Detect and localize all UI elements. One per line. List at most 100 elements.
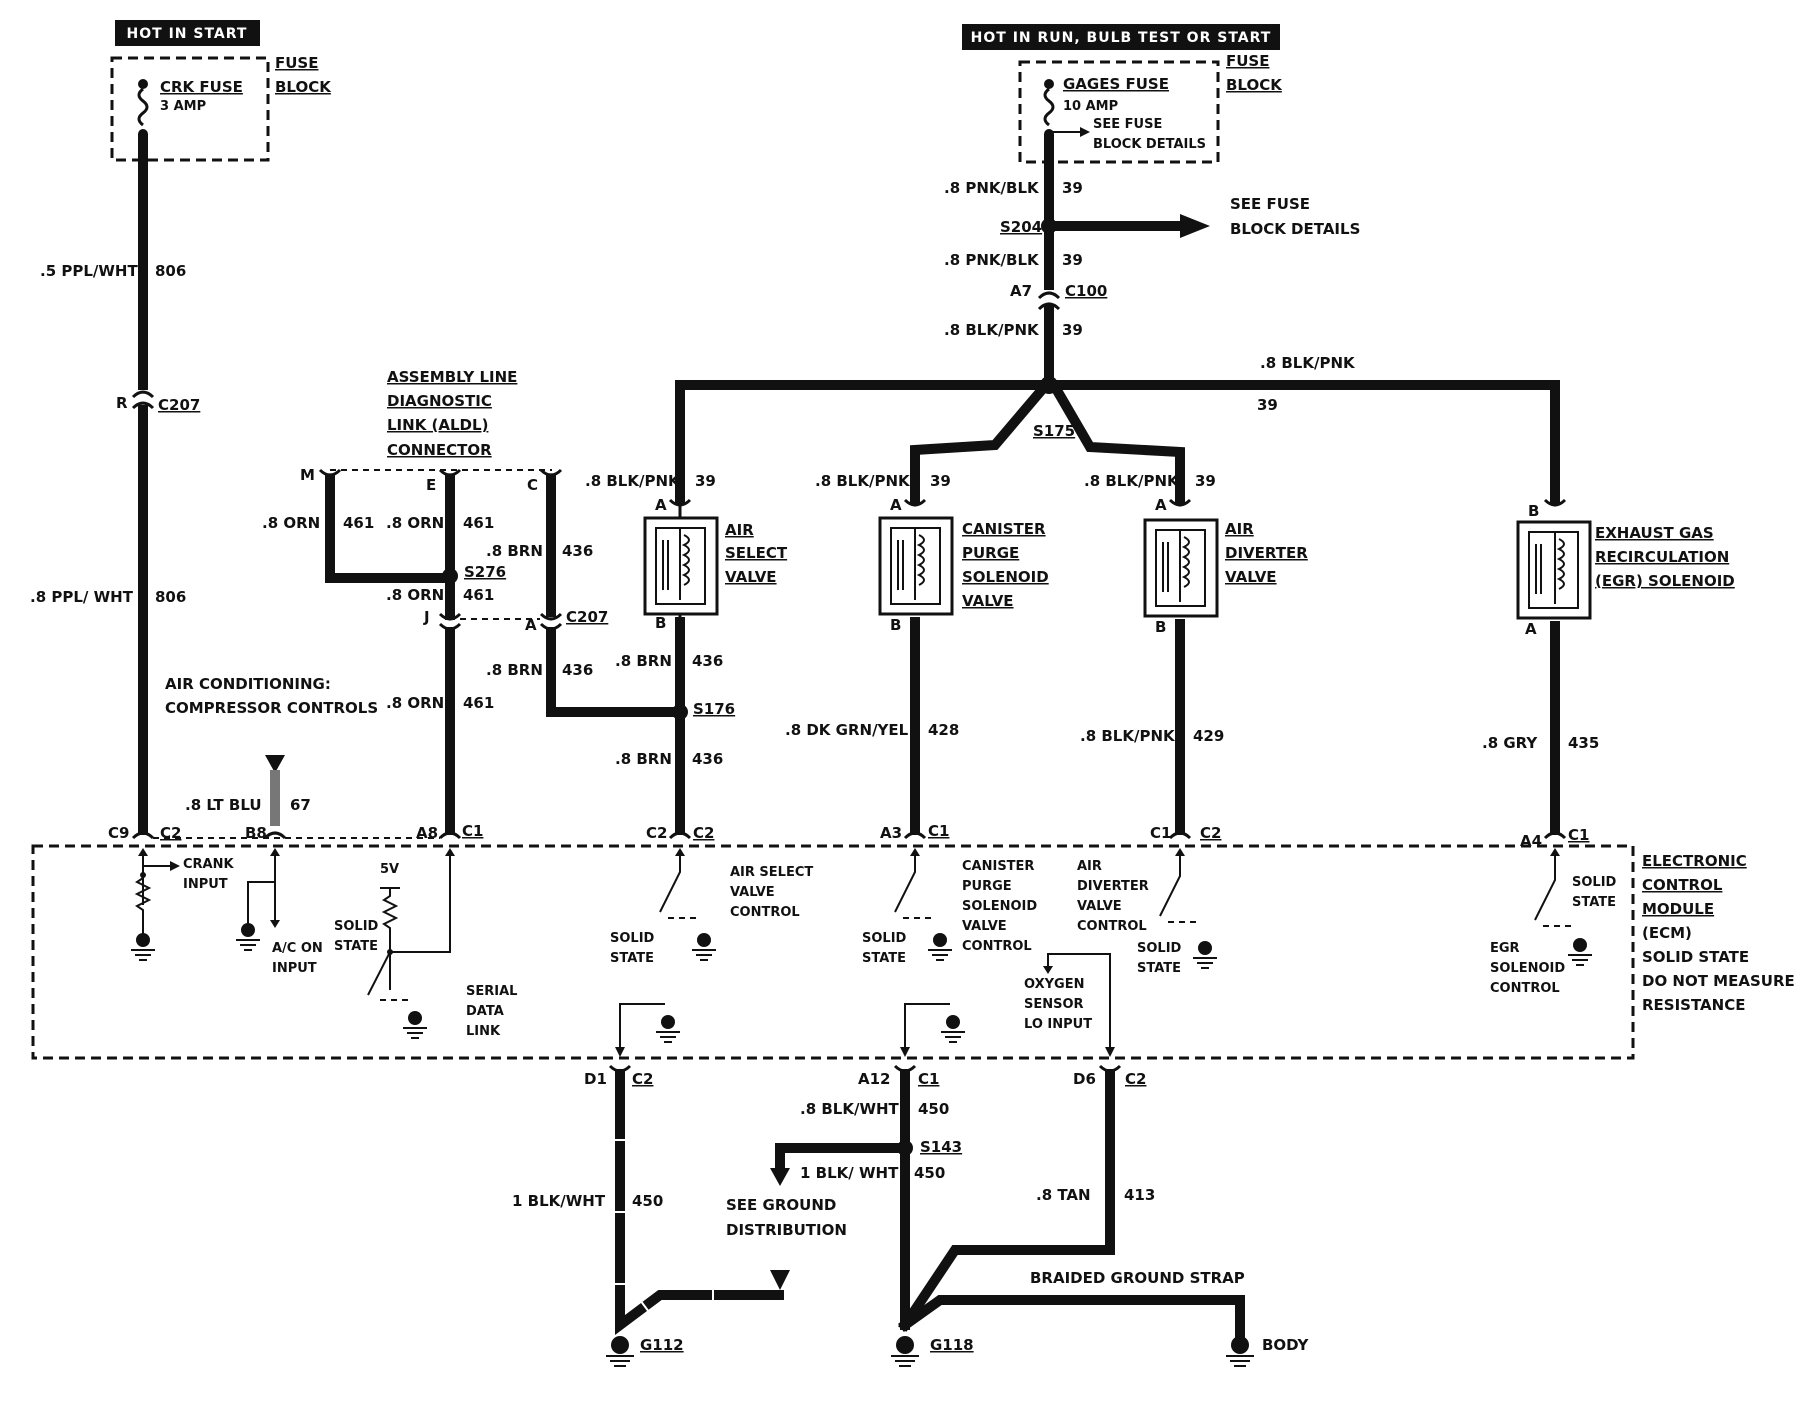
fuse-block-left-label-1: FUSE bbox=[275, 54, 318, 72]
wire-461d-circuit: 461 bbox=[463, 694, 494, 712]
air-select-core-icon bbox=[662, 540, 669, 590]
wire-39d-circuit: 39 bbox=[1257, 396, 1278, 414]
diverter-pin-a-icon bbox=[1168, 498, 1192, 507]
egr-label-3: (EGR) SOLENOID bbox=[1595, 572, 1735, 590]
aldl-label-3: LINK (ALDL) bbox=[387, 416, 488, 434]
header-hot-in-run: HOT IN RUN, BULB TEST OR START bbox=[962, 24, 1280, 50]
wire-436c-color: .8 BRN bbox=[615, 652, 672, 670]
c207-aldl-label: C207 bbox=[566, 608, 608, 626]
ground-icon-g118 bbox=[891, 1336, 919, 1367]
body-label: BODY bbox=[1262, 1336, 1310, 1354]
serial-data-2: DATA bbox=[466, 1004, 504, 1019]
wire-450b-color: .8 BLK/WHT bbox=[800, 1100, 900, 1118]
five-v-label: 5V bbox=[380, 862, 399, 877]
canister-ctrl-3: SOLENOID bbox=[962, 899, 1037, 914]
canister-label-3: SOLENOID bbox=[962, 568, 1049, 586]
egr-solid-2: STATE bbox=[1572, 895, 1616, 910]
serial-pullup-resistor-icon bbox=[380, 887, 400, 990]
canister-label-1: CANISTER bbox=[962, 520, 1046, 538]
wire-806a-color: .5 PPL/WHT bbox=[40, 262, 138, 280]
ac-controls-ref-arrow-icon bbox=[265, 755, 285, 773]
splice-s276-label: S276 bbox=[464, 563, 506, 581]
see-ground-2: DISTRIBUTION bbox=[726, 1221, 847, 1239]
ground-icon-diverter bbox=[1193, 941, 1217, 969]
canister-switch-icon bbox=[894, 856, 916, 913]
ecm-title-3: MODULE bbox=[1642, 900, 1714, 918]
ground-icon-egr bbox=[1568, 938, 1592, 966]
aldl-label-4: CONNECTOR bbox=[387, 441, 492, 459]
air-select-ctrl-2: VALVE bbox=[730, 885, 775, 900]
egr-pin-b-icon bbox=[1543, 498, 1567, 507]
wire-436d-color: .8 BRN bbox=[615, 750, 672, 768]
serial-solid-state-2: STATE bbox=[334, 939, 378, 954]
aldl-pin-e-icon bbox=[438, 468, 462, 477]
wire-413 bbox=[898, 1069, 1115, 1332]
egr-ctrl-1: EGR bbox=[1490, 941, 1520, 956]
wire-39e-circuit: 39 bbox=[695, 472, 716, 490]
gages-fuse-terminal-top bbox=[1044, 79, 1054, 89]
diverter-ctrl-4: CONTROL bbox=[1077, 919, 1147, 934]
diverter-ctrl-3: VALVE bbox=[1077, 899, 1122, 914]
air-select-pin-b: B bbox=[655, 614, 666, 632]
c1-aldl-label: C1 bbox=[462, 822, 483, 840]
serial-data-lead bbox=[390, 856, 451, 953]
wire-39f-color: .8 BLK/PNK bbox=[815, 472, 911, 490]
canister-ctrl-arrow-icon bbox=[910, 848, 920, 856]
wire-39-to-diverter bbox=[1051, 385, 1185, 505]
header-hot-in-start: HOT IN START bbox=[115, 20, 260, 46]
splice-s204-label: S204 bbox=[1000, 218, 1042, 236]
diverter-ctrl-2: DIVERTER bbox=[1077, 879, 1149, 894]
wire-450c-color: 1 BLK/ WHT bbox=[800, 1164, 899, 1182]
pin-r-label: R bbox=[116, 394, 128, 412]
pin-a-c207-label: A bbox=[525, 616, 537, 634]
wire-429-color: .8 BLK/PNK bbox=[1080, 727, 1176, 745]
diverter-switch-icon bbox=[1159, 856, 1181, 917]
wire-461b-circuit: 461 bbox=[463, 514, 494, 532]
crank-input-node bbox=[140, 872, 146, 878]
ecm-ground-loop-d1 bbox=[619, 1003, 665, 1055]
wire-413-color: .8 TAN bbox=[1036, 1186, 1091, 1204]
pin-a8-label: A8 bbox=[416, 824, 438, 842]
wire-39b-circuit: 39 bbox=[1062, 251, 1083, 269]
air-select-label-1: AIR bbox=[725, 521, 754, 539]
ecm-ground-loop-a12 bbox=[904, 1003, 950, 1055]
fuse-detail-note-2: BLOCK DETAILS bbox=[1093, 137, 1206, 152]
pin-c9-label: C9 bbox=[108, 824, 129, 842]
wire-413-circuit: 413 bbox=[1124, 1186, 1155, 1204]
diverter-ctrl-arrow-icon bbox=[1175, 848, 1185, 856]
ac-on-input-2: INPUT bbox=[272, 961, 317, 976]
air-select-pin-a: A bbox=[655, 496, 667, 514]
crk-fuse-label: CRK FUSE bbox=[160, 78, 243, 96]
wire-461-m bbox=[325, 475, 455, 583]
ground-icon-d1 bbox=[656, 1015, 680, 1043]
wire-39d-color: .8 BLK/PNK bbox=[1260, 354, 1356, 372]
c2-diverter-label: C2 bbox=[1200, 824, 1221, 842]
air-select-ctrl-1: AIR SELECT bbox=[730, 865, 813, 880]
ground-icon-serial bbox=[403, 1011, 427, 1039]
splice-s143-label: S143 bbox=[920, 1138, 962, 1156]
diverter-ctrl-1: AIR bbox=[1077, 859, 1102, 874]
crank-input-1: CRANK bbox=[183, 857, 234, 872]
oxygen-sensor-lead bbox=[1047, 953, 1111, 1055]
air-select-solid-2: STATE bbox=[610, 951, 654, 966]
ecm-top-connectors bbox=[131, 831, 1567, 840]
ground-icon-ac-on bbox=[236, 923, 260, 951]
egr-solid-1: SOLID bbox=[1572, 875, 1617, 890]
egr-switch-icon bbox=[1534, 856, 1556, 921]
ground-icon-g112 bbox=[606, 1336, 634, 1367]
egr-label-1: EXHAUST GAS bbox=[1595, 524, 1714, 542]
ecm-info-4: RESISTANCE bbox=[1642, 996, 1745, 1014]
wire-436a-circuit: 436 bbox=[562, 542, 593, 560]
fuse-detail-arrow-icon bbox=[1080, 127, 1090, 137]
wire-450c-circuit: 450 bbox=[914, 1164, 945, 1182]
splice-s176-label: S176 bbox=[693, 700, 735, 718]
ac-on-arrow-down-icon bbox=[270, 920, 280, 928]
wire-429-circuit: 429 bbox=[1193, 727, 1224, 745]
c1-a12-label: C1 bbox=[918, 1070, 939, 1088]
ground-icon-air-select bbox=[692, 933, 716, 961]
wire-67-circuit: 67 bbox=[290, 796, 311, 814]
ecm-d1-arrow-icon bbox=[615, 1047, 625, 1057]
ac-controls-line2: COMPRESSOR CONTROLS bbox=[165, 699, 378, 717]
c207-r-connector-bottom bbox=[131, 401, 155, 410]
wire-39-bus bbox=[675, 380, 1560, 505]
